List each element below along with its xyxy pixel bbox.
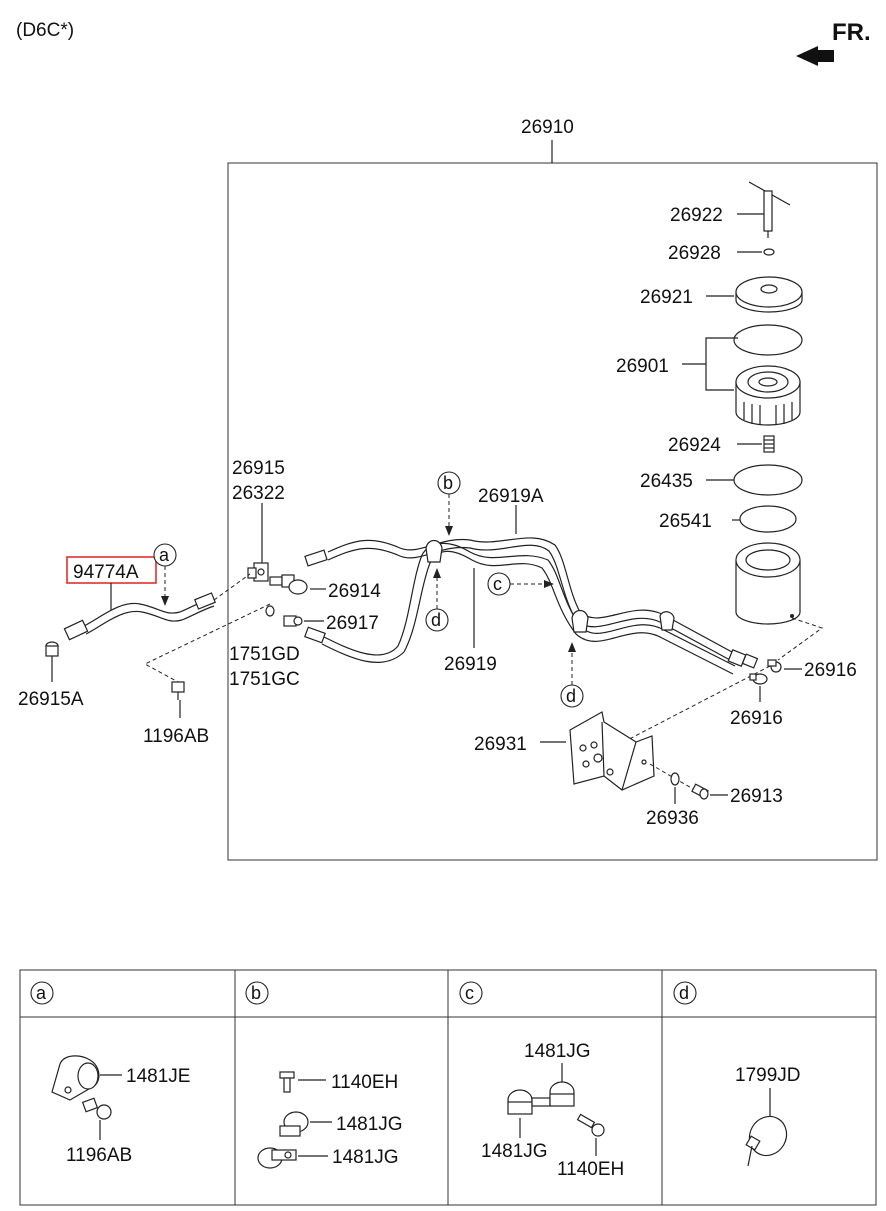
- legend-c-clamp-icon: [507, 1081, 575, 1115]
- legend-a-part-2[interactable]: 1196AB: [66, 1145, 132, 1166]
- t-handle-part: [748, 181, 791, 238]
- callout-26910[interactable]: 26910: [521, 117, 574, 138]
- pipe-clamp-d-lower: [571, 609, 589, 633]
- fuel-pipe-26919: [321, 542, 736, 675]
- filter-housing-part: [735, 542, 801, 625]
- fitting-26915A: [45, 641, 59, 657]
- marker-d-label-upper: d: [431, 610, 441, 630]
- callout-26917[interactable]: 26917: [326, 613, 379, 634]
- fitting-26917: [283, 615, 303, 627]
- legend-b-bolt-icon: [279, 1071, 295, 1093]
- legend-b-clamp-icon-1: [279, 1111, 309, 1137]
- callout-1196AB[interactable]: 1196AB: [143, 726, 209, 747]
- bolt-1196AB-part: [171, 681, 185, 700]
- banjo-bolt-26916-upper: [767, 659, 782, 673]
- legend-d-cable-tie-icon: [745, 1115, 788, 1167]
- filter-gasket-part: [733, 324, 803, 356]
- callout-26921[interactable]: 26921: [640, 287, 693, 308]
- pipe-fitting-lower-left: [304, 626, 326, 644]
- small-ring-1751: [265, 605, 275, 617]
- legend-b-key: b: [251, 983, 261, 1003]
- spring-part: [763, 435, 775, 453]
- legend-a-bolt-icon: [81, 1097, 112, 1120]
- legend-b-part-3[interactable]: 1481JG: [332, 1147, 399, 1168]
- legend-c-circle: [459, 981, 483, 1005]
- mounting-bracket-part: [569, 711, 655, 791]
- legend-c-part-1[interactable]: 1481JG: [524, 1041, 591, 1062]
- front-arrow-icon: [796, 46, 834, 66]
- callout-26915[interactable]: 26915: [232, 458, 285, 479]
- callout-26919A[interactable]: 26919A: [478, 486, 544, 507]
- legend-d-circle: [673, 981, 697, 1005]
- legend-c-bolt-icon: [576, 1113, 605, 1137]
- legend-d-part-1[interactable]: 1799JD: [735, 1065, 801, 1086]
- callout-26916-upper[interactable]: 26916: [804, 660, 857, 681]
- pipe-clamp-right: [659, 611, 675, 631]
- callout-26928[interactable]: 26928: [668, 243, 721, 264]
- pipe-fitting-right: [727, 649, 759, 669]
- large-oring-part: [733, 464, 803, 496]
- callout-1751GD[interactable]: 1751GD: [229, 644, 300, 665]
- legend-d-key: d: [679, 983, 689, 1003]
- legend-b-part-1[interactable]: 1140EH: [331, 1072, 398, 1093]
- callout-26541[interactable]: 26541: [659, 511, 712, 532]
- callout-26922[interactable]: 26922: [670, 205, 723, 226]
- front-marker-label: FR.: [832, 19, 871, 46]
- callout-26916-lower[interactable]: 26916: [730, 708, 783, 729]
- callout-26919[interactable]: 26919: [444, 654, 497, 675]
- legend-c-part-3[interactable]: 1140EH: [557, 1159, 624, 1180]
- fuel-pipe-26919A: [327, 537, 733, 661]
- pipe-fitting-upper-left: [304, 549, 328, 567]
- hose-fitting-26914: [269, 574, 308, 595]
- filter-cap-part: [735, 276, 803, 313]
- legend-b-part-2[interactable]: 1481JG: [336, 1114, 403, 1135]
- marker-a-label: a: [159, 545, 170, 565]
- marker-c-label: c: [493, 574, 502, 594]
- washer-26936-part: [670, 772, 680, 786]
- callout-26901[interactable]: 26901: [616, 356, 669, 377]
- legend-a-clamp-icon: [51, 1055, 100, 1101]
- callout-26915A[interactable]: 26915A: [18, 689, 84, 710]
- legend-b-clamp-icon-2: [257, 1147, 297, 1169]
- legend-a-circle: [30, 981, 54, 1005]
- marker-b-label: b: [443, 473, 453, 493]
- seal-ring-part: [739, 505, 797, 533]
- callout-26914[interactable]: 26914: [328, 581, 381, 602]
- legend-b-circle: [245, 981, 269, 1005]
- callout-26913[interactable]: 26913: [730, 786, 783, 807]
- filter-element-part: [735, 365, 801, 426]
- small-oring-part: [763, 248, 775, 256]
- legend-a-part-1[interactable]: 1481JE: [126, 1066, 190, 1087]
- bolt-26913-part: [691, 783, 709, 800]
- legend-c-key: c: [465, 983, 474, 1003]
- callout-26435[interactable]: 26435: [640, 471, 693, 492]
- callout-1751GC[interactable]: 1751GC: [229, 669, 300, 690]
- clip-bracket-26915: [247, 562, 269, 582]
- marker-d-label-lower: d: [566, 686, 576, 706]
- banjo-bolt-26916-lower: [749, 673, 768, 685]
- pipe-clamp-b: [425, 539, 443, 563]
- callout-26924[interactable]: 26924: [668, 435, 721, 456]
- legend-c-part-2[interactable]: 1481JG: [481, 1141, 548, 1162]
- fuel-pipe-94774A: [63, 592, 216, 641]
- callout-94774A[interactable]: 94774A: [73, 562, 139, 583]
- callout-26322[interactable]: 26322: [232, 483, 285, 504]
- legend-a-key: a: [36, 983, 47, 1003]
- legend-table: [19, 969, 877, 1206]
- model-code: (D6C*): [16, 20, 74, 41]
- callout-26936[interactable]: 26936: [646, 808, 699, 829]
- callout-26931[interactable]: 26931: [474, 734, 527, 755]
